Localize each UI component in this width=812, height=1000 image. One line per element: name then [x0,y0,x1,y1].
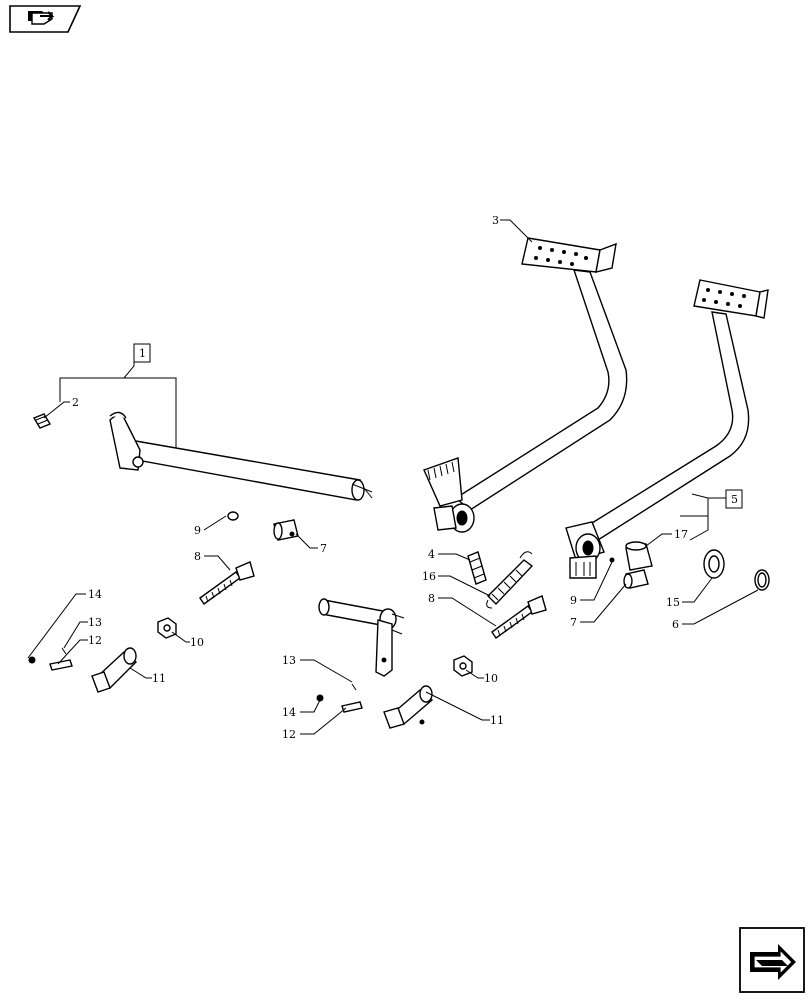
next-page-button[interactable] [738,926,808,996]
callout-8a: 8 [194,550,201,563]
callout-10a: 10 [190,636,204,649]
part-2-pin [32,413,52,429]
callout-9a: 9 [194,524,201,537]
part-12-pin-center [341,701,363,713]
callout-8b: 8 [428,592,435,605]
pedal-5 [565,279,769,579]
callout-6: 6 [672,618,679,631]
callout-13b: 13 [282,654,296,667]
callout-14b: 14 [282,706,296,719]
part-10-nut-left [157,617,177,639]
part-9-washer-right [609,557,615,563]
callout-16: 16 [422,570,436,583]
callout-4: 4 [428,548,435,561]
part-10-nut-right [453,655,473,677]
part-8-bolt-right [491,595,547,639]
part-13-pin-center [351,683,357,691]
back-arrow-icon [28,11,55,25]
callout-3: 3 [492,214,499,227]
callout-5: 5 [731,493,738,506]
callout-1: 1 [139,347,146,360]
part-16-spring [486,551,534,609]
callouts: 1 5 2 3 4 6 7 7 8 8 9 9 10 10 11 11 12 1… [72,214,743,741]
callout-1-box [133,343,151,363]
pedal-shaft [109,411,373,501]
prev-page-button[interactable] [4,2,84,36]
part-12-pin-left [49,659,73,671]
part-11-clevis-center [383,685,434,729]
callout-2: 2 [72,396,79,409]
part-7-bushing-left [273,519,299,541]
part-4-spring-end [467,551,487,585]
callout-12b: 12 [282,728,296,741]
callout-7b: 7 [570,616,577,629]
callout-12a: 12 [88,634,102,647]
forward-arrow-icon [750,944,796,980]
callout-9b: 9 [570,594,577,607]
callout-10b: 10 [484,672,498,685]
part-15-washer [703,549,725,579]
center-lever [318,598,405,677]
pedal-3 [423,237,628,533]
callout-15: 15 [666,596,680,609]
part-9-washer [227,511,239,521]
callout-5-box [725,489,743,509]
callout-11a: 11 [152,672,166,685]
callout-14a: 14 [88,588,102,601]
part-14-clip-left [28,656,36,664]
part-11-clevis-left [91,647,138,693]
callout-13a: 13 [88,616,102,629]
part-8-bolt-left [199,561,255,605]
callout-11b: 11 [490,714,504,727]
part-7-bushing-right [623,569,649,589]
leader-lines [27,219,759,735]
part-17-bushing [625,541,653,571]
part-6-ring [754,569,770,591]
callout-17: 17 [674,528,688,541]
part-13-pin-left [61,647,67,655]
callout-7a: 7 [320,542,327,555]
